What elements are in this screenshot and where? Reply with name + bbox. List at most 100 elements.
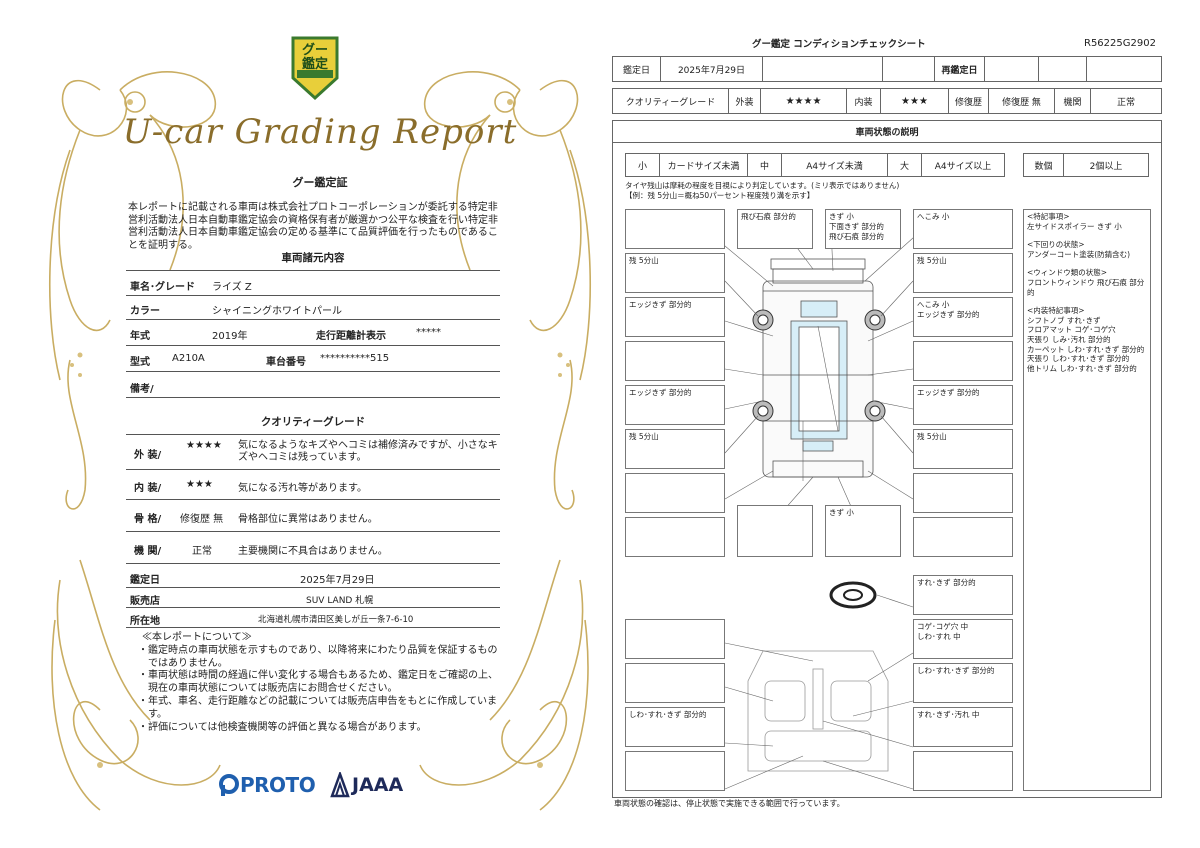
repair-label: 修復歴: [949, 89, 989, 113]
ext-label: 外装: [729, 89, 761, 113]
engine-value: 正常: [192, 546, 212, 557]
damage-box: エッジきず 部分的: [625, 297, 725, 337]
damage-box: 残 5分山: [913, 429, 1013, 469]
interior-title: <内装特記事項>: [1027, 306, 1085, 316]
grade-row-interior: 内 装/ ★★★ 気になる汚れ等があります。: [126, 470, 500, 500]
damage-box: 飛び石痕 部分的: [737, 209, 813, 249]
report-notes: ≪本レポートについて≫ ・鑑定時点の車両状態を示すものであり、以降将来にわたり品…: [138, 632, 498, 734]
report-script-title: U-car Grading Report: [122, 112, 518, 152]
shop-value: SUV LAND 札幌: [306, 596, 374, 606]
interior-box: [625, 619, 725, 659]
note-item: ・年式、車名、走行距離などの記載については販売店申告をもとに作成しています。: [138, 695, 497, 720]
exterior-text: 気になるようなキズやヘコミは補修済みですが、小さなキズやヘコミは残っています。: [238, 440, 498, 463]
count-value: 2個以上: [1089, 161, 1123, 172]
address-value: 北海道札幌市清田区美しが丘一条7-6-10: [258, 615, 414, 625]
interior-line: 天張り しみ･汚れ 部分的: [1027, 334, 1111, 344]
state-title: 車両状態の説明: [613, 121, 1161, 143]
interior-box: [913, 751, 1013, 791]
engine-text: 主要機関に不具合はありません。: [238, 546, 388, 557]
window-text: フロントウィンドウ 飛び石痕 部分的: [1027, 277, 1145, 297]
grade-row-frame: 骨 格/ 修復歴 無 骨格部位に異常はありません。: [126, 500, 500, 532]
redate-label: 再鑑定日: [935, 57, 985, 81]
special-text: 左サイドスポイラー きず 小: [1027, 221, 1122, 231]
damage-box: きず 小: [825, 505, 901, 557]
spec-row-model: 車名･グレード ライズ Z: [126, 272, 500, 296]
frame-value: 修復歴 無: [180, 514, 224, 525]
spec-row-year: 年式 2019年 走行距離計表示 *****: [126, 320, 500, 346]
damage-box: [913, 517, 1013, 557]
damage-box: 残 5分山: [625, 429, 725, 469]
mileage-label: 走行距離計表示: [316, 331, 386, 342]
int-label: 内装: [847, 89, 881, 113]
damage-box: きず 小 下面きず 部分的 飛び石痕 部分的: [825, 209, 901, 249]
year-label: 年式: [130, 331, 150, 342]
damage-box: [737, 505, 813, 557]
date-value: 2025年7月29日: [300, 575, 375, 586]
interior-box: [625, 751, 725, 791]
frame-label: 骨 格/: [134, 514, 162, 525]
damage-box: へこみ 小 エッジきず 部分的: [913, 297, 1013, 337]
damage-box: [625, 517, 725, 557]
jaaa-logo-text: JAAA: [352, 774, 404, 796]
spec-row-type: 型式 A210A 車台番号 **********515: [126, 346, 500, 372]
interior-box: コゲ･コゲ穴 中 しわ･すれ 中: [913, 619, 1013, 659]
special-title: <特記事項>: [1027, 212, 1070, 221]
interior-box: [625, 663, 725, 703]
proto-logo: PROTO: [218, 770, 328, 800]
exterior-label: 外 装/: [134, 450, 162, 461]
date-label: 鑑定日: [130, 575, 160, 586]
interior-line: 他トリム しわ･すれ･きず 部分的: [1027, 363, 1137, 373]
info-row-shop: 販売店 SUV LAND 札幌: [126, 588, 500, 608]
legend-small-desc: カードサイズ未満: [660, 154, 748, 176]
year-value: 2019年: [212, 331, 248, 342]
goo-kantei-badge: グー 鑑定: [287, 32, 343, 102]
note-item: ・鑑定時点の車両状態を示すものであり、以降将来にわたり品質を保証するものではあり…: [138, 644, 498, 669]
interior-label: 内 装/: [134, 483, 162, 494]
damage-box: 残 5分山: [913, 253, 1013, 293]
window-title: <ウィンドウ類の状態>: [1027, 268, 1108, 278]
sheet-title: グー鑑定 コンディションチェックシート: [752, 39, 926, 50]
damage-box: [625, 341, 725, 381]
type-value: A210A: [172, 353, 205, 364]
damage-box: エッジきず 部分的: [625, 385, 725, 425]
damage-box: エッジきず 部分的: [913, 385, 1013, 425]
damage-box: [913, 341, 1013, 381]
proto-logo-text: PROTO: [240, 773, 316, 797]
jaaa-logo: JAAA: [330, 770, 440, 800]
color-label: カラー: [130, 306, 160, 317]
int-stars: ★★★: [881, 89, 949, 113]
interior-line: 天張り しわ･すれ･きず 部分的: [1027, 354, 1130, 364]
note-item: ・車両状態は時間の経過に伴い変化する場合もあるため、鑑定日をご確認の上、現在の車…: [138, 670, 498, 695]
quality-grade-row: クオリティーグレード 外装 ★★★★ 内装 ★★★ 修復歴 修復歴 無 機関 正…: [612, 88, 1162, 114]
under-text: アンダーコート塗装(防錆含む): [1027, 249, 1131, 259]
model-label: 車名･グレード: [130, 282, 195, 293]
legend-medium-desc: A4サイズ未満: [782, 154, 888, 176]
note-item: ・評価については他検査機関等の評価と異なる場合があります。: [138, 721, 427, 733]
tire-note-2: 【例：残 5分山＝概ね50パーセント程度残り溝を示す】: [625, 191, 815, 200]
damage-box: へこみ 小: [913, 209, 1013, 249]
engine-value: 正常: [1116, 97, 1135, 108]
interior-box: すれ･きず 部分的: [913, 575, 1013, 615]
color-value: シャイニングホワイトパール: [212, 306, 342, 317]
date-value: 2025年7月29日: [661, 57, 763, 81]
legend-small: 小: [626, 154, 660, 176]
size-legend: 小 カードサイズ未満 中 A4サイズ未満 大 A4サイズ以上: [625, 153, 1005, 177]
address-label: 所在地: [130, 616, 160, 627]
interior-text: 気になる汚れ等があります。: [238, 483, 367, 494]
condition-check-sheet: グー鑑定 コンディションチェックシート R56225G2902 鑑定日 2025…: [612, 32, 1164, 812]
engine-label: 機関: [1055, 89, 1091, 113]
damage-box: [625, 473, 725, 513]
grade-row-engine: 機 関/ 正常 主要機関に不具合はありません。: [126, 532, 500, 564]
spec-row-color: カラー シャイニングホワイトパール: [126, 296, 500, 320]
frame-text: 骨格部位に異常はありません。: [238, 514, 378, 525]
legend-large: 大: [888, 154, 922, 176]
badge-text: グー 鑑定: [301, 43, 328, 72]
quality-section-title: クオリティーグレード: [260, 416, 366, 428]
model-value: ライズ Z: [212, 282, 252, 293]
damage-box: 残 5分山: [625, 253, 725, 293]
info-row-date: 鑑定日 2025年7月29日: [126, 564, 500, 588]
count-label: 数個: [1024, 154, 1064, 176]
shop-label: 販売店: [130, 596, 160, 607]
chassis-label: 車台番号: [266, 357, 306, 368]
engine-label: 機 関/: [134, 546, 162, 557]
